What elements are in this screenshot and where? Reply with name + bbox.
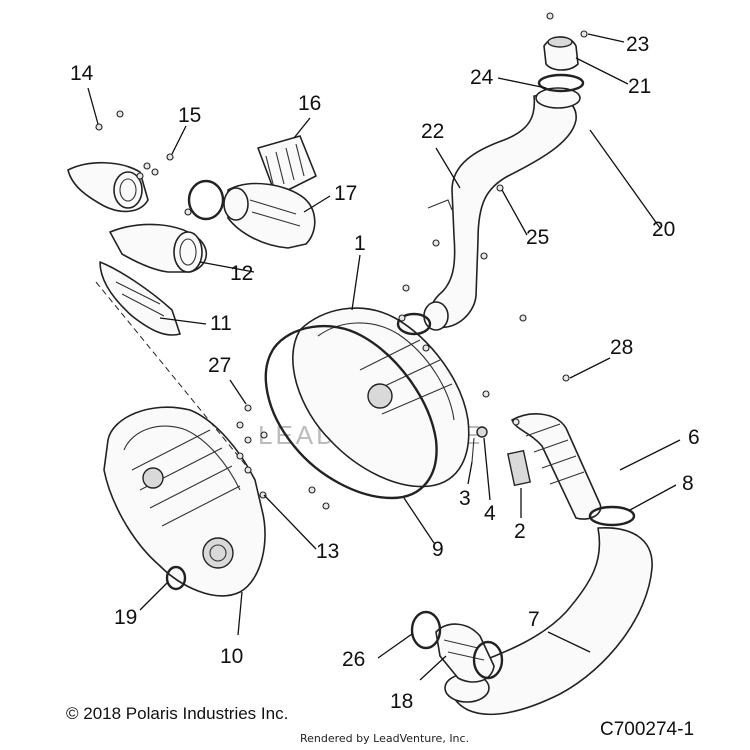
part-duct-bracket (427, 199, 453, 211)
callout-24: 24 (470, 66, 494, 89)
callout-9: 9 (432, 538, 444, 561)
callout-2: 2 (514, 520, 526, 543)
callout-numbers: 1 2 3 4 6 7 8 9 10 11 12 13 14 15 16 17 … (70, 33, 700, 713)
part-clamp-17 (187, 179, 225, 221)
part-hose-clamp-8 (588, 505, 636, 527)
callout-27: 27 (208, 354, 231, 377)
part-seal-pad (507, 449, 531, 487)
part-lower-hose (511, 413, 602, 520)
callout-8: 8 (682, 472, 694, 495)
callout-13: 13 (316, 540, 339, 563)
part-clamp-lower-duct (396, 312, 432, 336)
part-coupler-clamp-right (472, 640, 504, 680)
part-bend-hose (444, 527, 653, 716)
part-coupler (435, 623, 495, 683)
part-o-ring (165, 565, 187, 591)
callout-17: 17 (334, 182, 357, 205)
dashed-alignment-line (95, 281, 249, 469)
diagram-code: C700274-1 (600, 719, 695, 740)
callout-15: 15 (178, 104, 201, 127)
part-bracket-duct (67, 161, 149, 213)
callout-26: 26 (342, 648, 365, 671)
callout-3: 3 (459, 487, 471, 510)
leader-lines (87, 33, 681, 681)
callout-10: 10 (220, 645, 243, 668)
callout-11: 11 (210, 312, 232, 335)
part-outer-cover (103, 406, 266, 597)
fasteners (95, 12, 588, 510)
part-upper-duct (423, 87, 581, 331)
part-duct-clamp-24 (537, 73, 585, 93)
callout-7: 7 (528, 608, 540, 631)
callout-6: 6 (688, 426, 700, 449)
callout-21: 21 (628, 75, 651, 98)
part-inner-cover (292, 307, 470, 488)
part-intake-duct (109, 223, 208, 273)
part-intake-housing (223, 182, 316, 249)
callout-22: 22 (421, 120, 444, 143)
part-coupler-clamp-left (410, 610, 442, 650)
callout-14: 14 (70, 62, 94, 85)
callout-28: 28 (610, 336, 633, 359)
rendered-by-text: Rendered by LeadVenture, Inc. (300, 732, 470, 745)
callout-4: 4 (484, 502, 496, 525)
callout-20: 20 (652, 218, 675, 241)
callout-19: 19 (114, 606, 137, 629)
part-heat-shield (99, 261, 181, 336)
copyright-text: © 2018 Polaris Industries Inc. (66, 704, 289, 723)
callout-23: 23 (626, 33, 649, 56)
part-vent-cap (543, 36, 579, 71)
part-filter (257, 135, 317, 197)
callout-16: 16 (298, 92, 321, 115)
callout-1: 1 (354, 232, 366, 255)
callout-12: 12 (230, 262, 253, 285)
callout-18: 18 (390, 690, 413, 713)
part-cover-gasket (264, 324, 438, 500)
callout-25: 25 (526, 226, 549, 249)
